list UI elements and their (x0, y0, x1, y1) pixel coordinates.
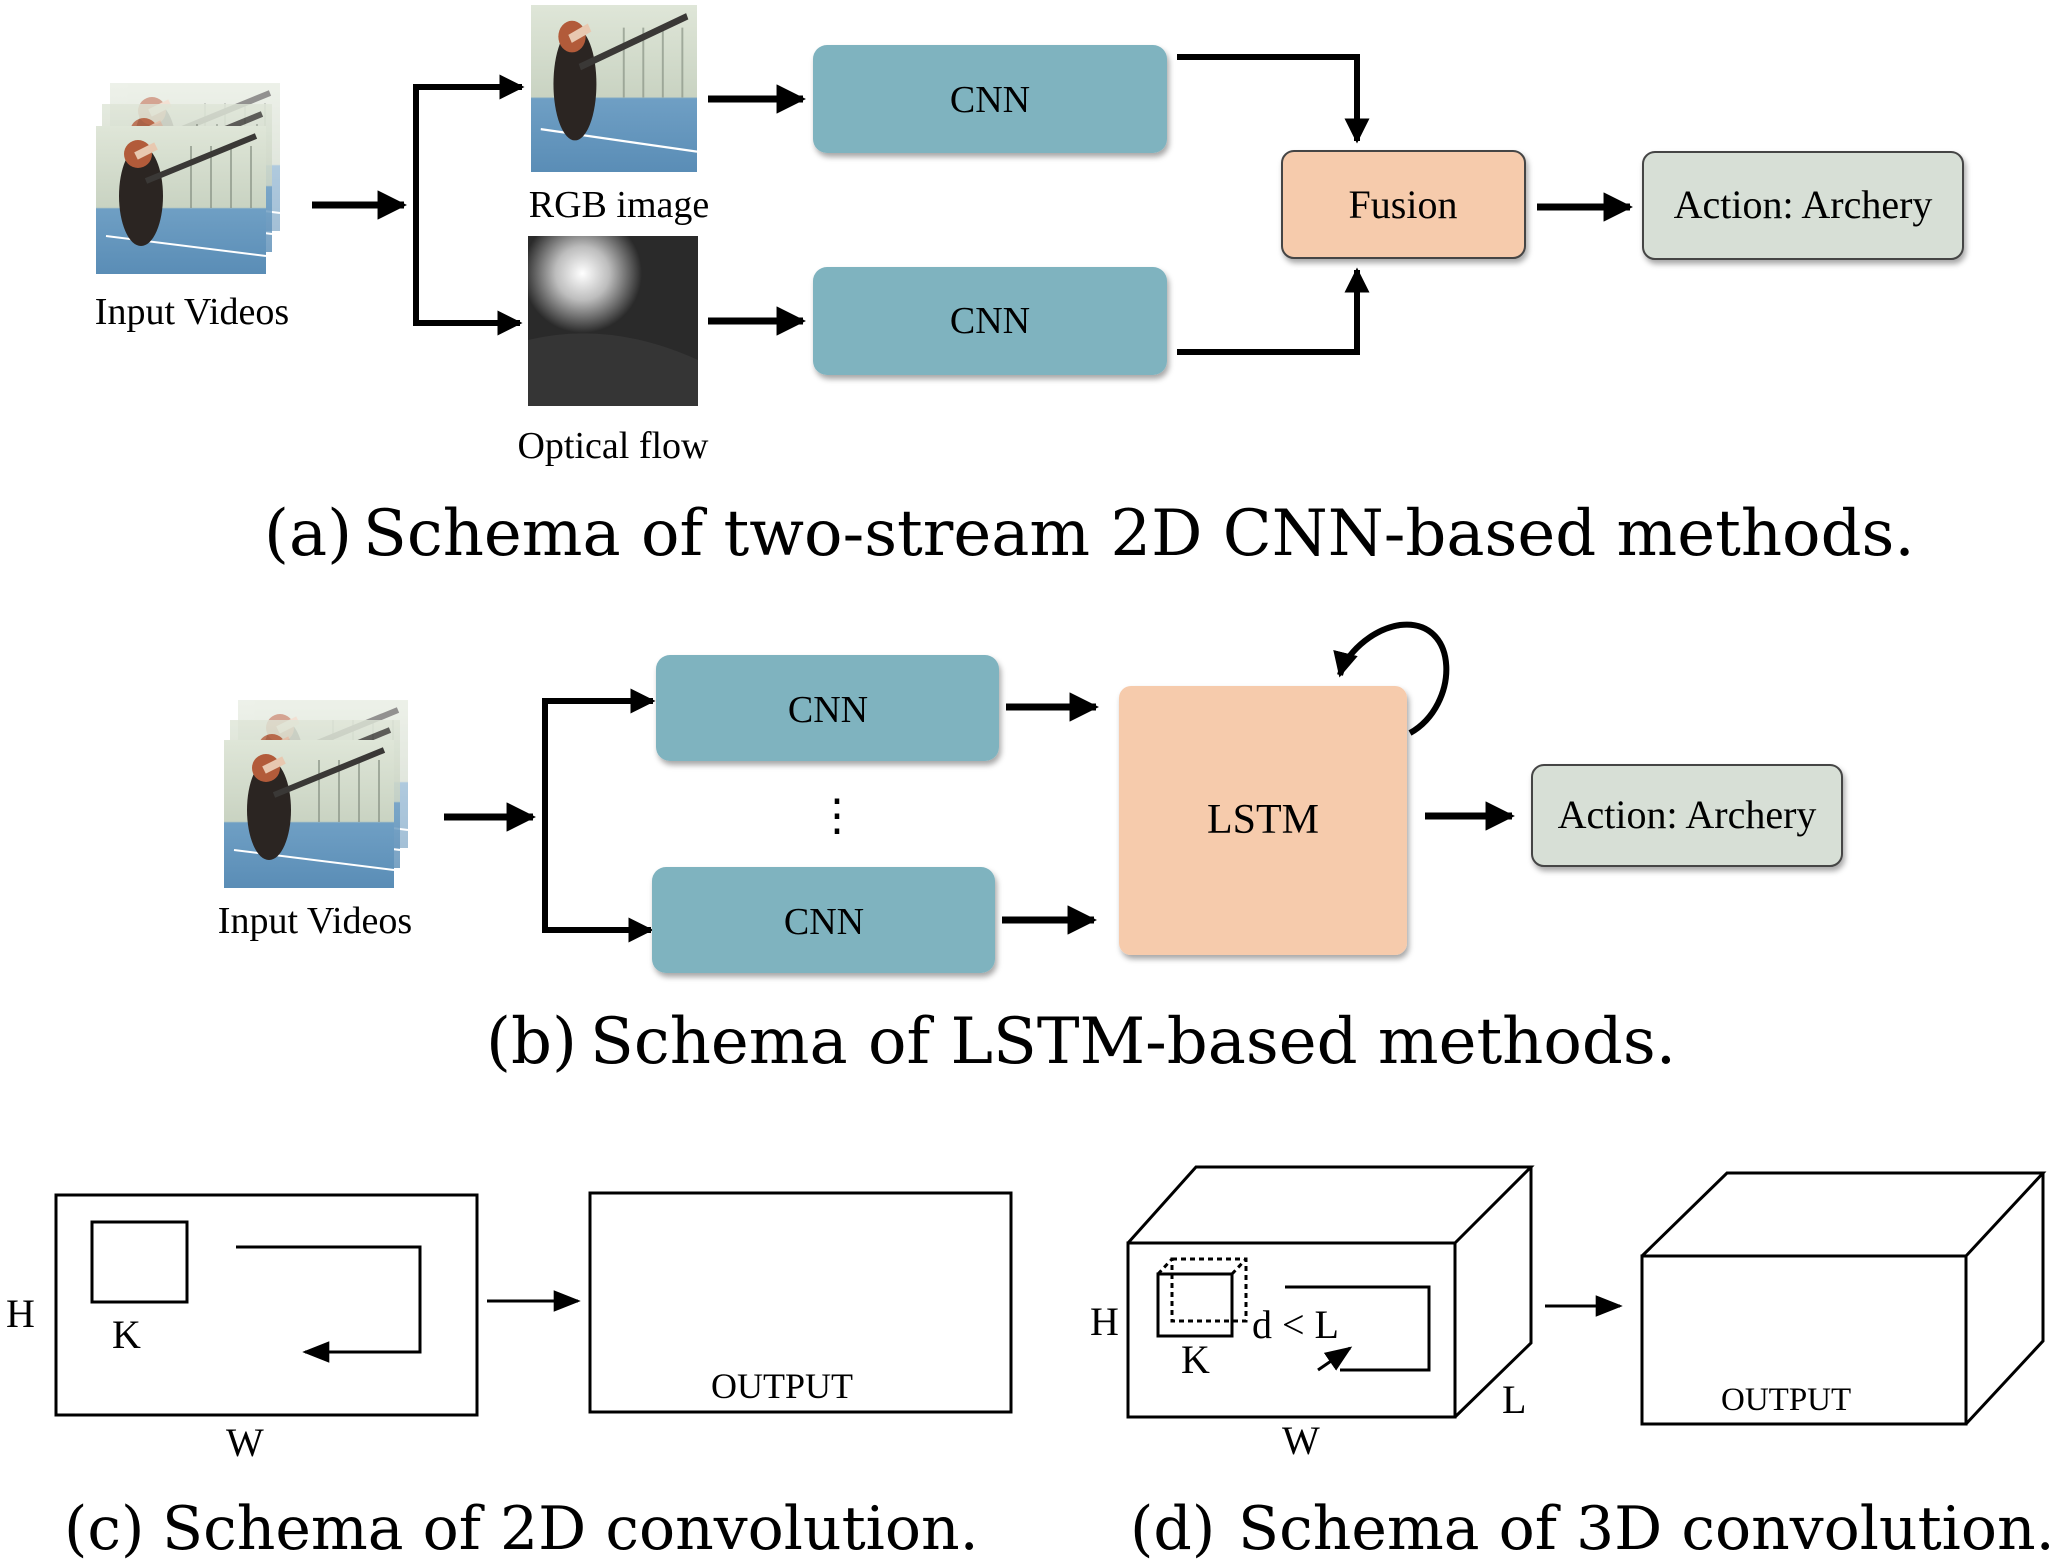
cnn-top-b-label: CNN (788, 689, 868, 731)
input-volume-3d (1126, 1165, 1535, 1419)
cnn-top-a-label: CNN (950, 79, 1030, 121)
input-plane-2d (54, 1193, 479, 1417)
caption-d-text: Schema of 3D convolution. (1238, 1494, 2050, 1564)
label-d-lt-l: d < L (1252, 1302, 1339, 1347)
caption-b-text: Schema of LSTM-based methods. (590, 1005, 1676, 1079)
caption-d-tag: (d) (1130, 1494, 1215, 1564)
optical-flow-thumb (528, 236, 698, 406)
panel-d (1126, 1165, 2047, 1426)
output-plane-2d (588, 1191, 1013, 1414)
kernel-2d (90, 1220, 189, 1304)
label-h-2d: H (6, 1291, 35, 1336)
lstm-label: LSTM (1207, 797, 1319, 843)
label-output-3d: OUTPUT (1721, 1382, 1851, 1418)
caption-b: (b) Schema of LSTM-based methods. (486, 1005, 1676, 1079)
cnn-bottom-a-label: CNN (950, 300, 1030, 342)
action-a-label: Action: Archery (1674, 182, 1933, 227)
label-output-2d: OUTPUT (711, 1366, 853, 1406)
caption-c-text: Schema of 2D convolution. (162, 1494, 979, 1564)
panel-a: Input Videos RGB image Optical flow CNN … (95, 5, 1964, 571)
caption-d: (d) Schema of 3D convolution. (1130, 1494, 2050, 1564)
caption-a-text: Schema of two-stream 2D CNN-based method… (363, 497, 1915, 571)
label-k-2d: K (112, 1312, 141, 1357)
cnn-box-top-a: CNN (813, 45, 1167, 153)
output-volume-3d (1640, 1171, 2047, 1426)
rgb-image-thumb (531, 5, 697, 172)
caption-c: (c) Schema of 2D convolution. (64, 1494, 979, 1564)
optical-flow-label: Optical flow (517, 425, 709, 467)
split-bracket-b (542, 698, 654, 943)
input-videos-label-b: Input Videos (218, 900, 412, 942)
arrow-cnn-bottom-to-fusion (1177, 267, 1370, 355)
label-l-3d: L (1502, 1377, 1526, 1422)
input-video-stack-a (96, 83, 280, 274)
label-h-3d: H (1090, 1299, 1119, 1344)
cnn-bottom-b-label: CNN (784, 901, 864, 943)
panel-d-labels: H K d < L W L OUTPUT (1090, 1299, 1851, 1463)
panel-c-labels: H K W OUTPUT (6, 1291, 853, 1465)
arrow-cnn-top-to-fusion (1177, 54, 1370, 144)
rgb-image-label: RGB image (529, 184, 709, 226)
fusion-label: Fusion (1349, 182, 1458, 227)
action-box-b: Action: Archery (1531, 764, 1843, 867)
scan-path-2d (236, 1245, 422, 1363)
action-b-label: Action: Archery (1558, 792, 1817, 837)
panel-b: Input Videos CNN ⋮ CNN LSTM Action: Arch… (218, 621, 1843, 1079)
caption-a-tag: (a) (264, 497, 352, 571)
caption-a: (a) Schema of two-stream 2D CNN-based me… (264, 497, 1915, 571)
cnn-box-bottom-b: CNN (652, 867, 995, 973)
caption-b-tag: (b) (486, 1005, 577, 1079)
panel-c (54, 1191, 1013, 1417)
label-w-3d: W (1282, 1418, 1320, 1463)
lstm-box: LSTM (1119, 686, 1407, 955)
input-videos-label-a: Input Videos (95, 291, 289, 333)
split-bracket-a (413, 84, 523, 336)
fusion-box: Fusion (1281, 150, 1526, 259)
action-box-a: Action: Archery (1642, 151, 1964, 260)
depth-arrow-3d (1317, 1346, 1353, 1372)
label-k-3d: K (1181, 1337, 1210, 1382)
scan-path-3d (1285, 1285, 1431, 1372)
caption-c-tag: (c) (64, 1494, 144, 1564)
cnn-box-bottom-a: CNN (813, 267, 1167, 375)
kernel-3d (1156, 1257, 1248, 1338)
cnn-box-top-b: CNN (656, 655, 999, 761)
label-w-2d: W (226, 1420, 264, 1465)
input-video-stack-b (224, 700, 408, 888)
lstm-recurrent-arrow (1333, 621, 1450, 736)
cnn-ellipsis: ⋮ (815, 790, 859, 841)
